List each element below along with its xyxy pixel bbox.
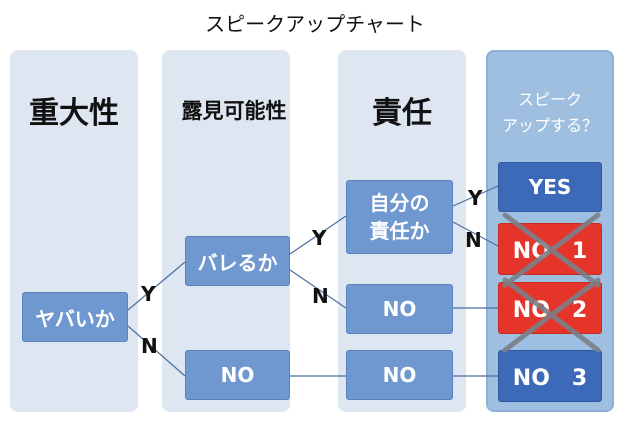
column-severity bbox=[10, 50, 138, 412]
edge-label-resp-yes: Y bbox=[468, 186, 483, 210]
edge-label-exposed-yes: Y bbox=[312, 226, 327, 250]
node-no2: NO 2 bbox=[498, 282, 602, 334]
node-own-responsibility: 自分の 責任か bbox=[346, 180, 453, 254]
column-header-exposure: 露見可能性 bbox=[181, 99, 287, 123]
edge-label-bad-yes: Y bbox=[141, 282, 156, 306]
node-yes: YES bbox=[498, 162, 602, 212]
node-own-responsibility-line1: 自分の bbox=[369, 191, 430, 215]
edge-label-resp-no: N bbox=[465, 228, 482, 252]
node-own-responsibility-line2: 責任か bbox=[369, 219, 430, 243]
column-header-speakup-line2: アップする？ bbox=[501, 116, 598, 135]
edge-bad-yes bbox=[127, 261, 186, 311]
column-header-speakup-line1: スピーク bbox=[517, 90, 582, 109]
edge-resp-yes bbox=[452, 185, 499, 207]
node-no-mid: NO bbox=[346, 350, 453, 400]
edge-label-bad-no: N bbox=[141, 334, 158, 358]
edge-exposed-no bbox=[289, 269, 347, 309]
edge-bad-no bbox=[127, 325, 186, 377]
node-no-responsibility: NO bbox=[346, 284, 453, 334]
node-no1: NO 1 bbox=[498, 223, 602, 275]
node-exposed: バレるか bbox=[185, 236, 290, 286]
node-no3: NO 3 bbox=[498, 350, 602, 402]
edge-exposed-yes bbox=[289, 215, 347, 255]
chart-title: スピークアップチャート bbox=[205, 12, 425, 36]
edge-label-exposed-no: N bbox=[312, 284, 329, 308]
column-header-severity: 重大性 bbox=[29, 96, 119, 131]
node-no-exposure: NO bbox=[185, 350, 290, 400]
column-header-responsibility: 責任 bbox=[372, 96, 432, 131]
node-bad: ヤバいか bbox=[22, 292, 128, 342]
edge-resp-no bbox=[452, 221, 499, 247]
